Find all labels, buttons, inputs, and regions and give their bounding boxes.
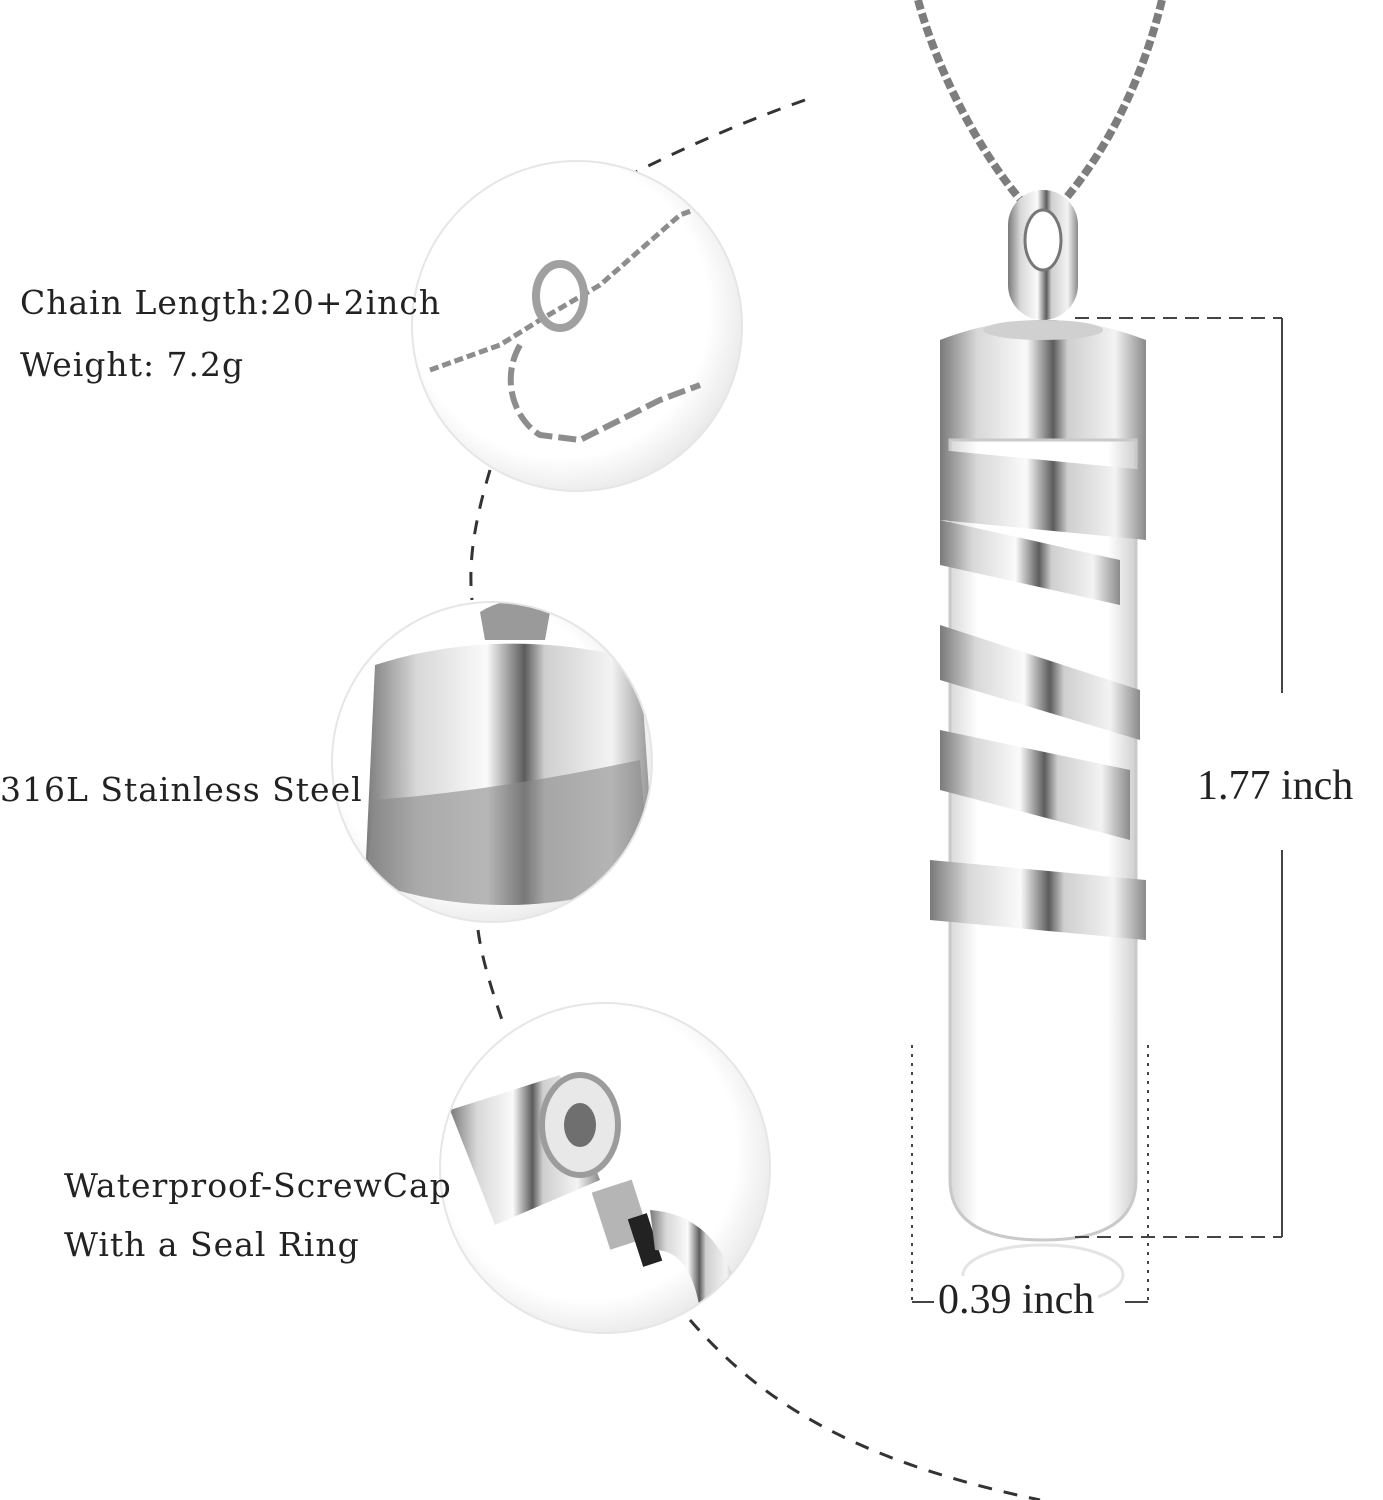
screwcap-label-line2: With a Seal Ring: [64, 1225, 360, 1264]
width-dimension: [911, 1045, 1149, 1303]
spiral-bands: [930, 450, 1146, 940]
chain-length-label: Chain Length:20+2inch: [20, 283, 442, 322]
cap-detail-circle: [331, 601, 653, 923]
glass-vial: [948, 438, 1138, 1307]
screwcap-label-line1: Waterproof-ScrewCap: [64, 1166, 452, 1205]
pendant-bail: [1008, 190, 1078, 320]
clasp-detail-circle: [411, 160, 743, 492]
screwcap-detail-circle: [439, 1002, 771, 1334]
material-label: 316L Stainless Steel: [0, 770, 363, 809]
pendant-top-cap: [940, 320, 1146, 470]
weight-label: Weight: 7.2g: [20, 345, 245, 384]
width-dimension-label: 0.39 inch: [934, 1276, 1099, 1324]
necklace-chain: [914, 0, 1166, 208]
dashed-connector: [469, 98, 1041, 1500]
height-dimension: [1075, 317, 1283, 1238]
height-dimension-label: 1.77 inch: [1193, 762, 1358, 810]
